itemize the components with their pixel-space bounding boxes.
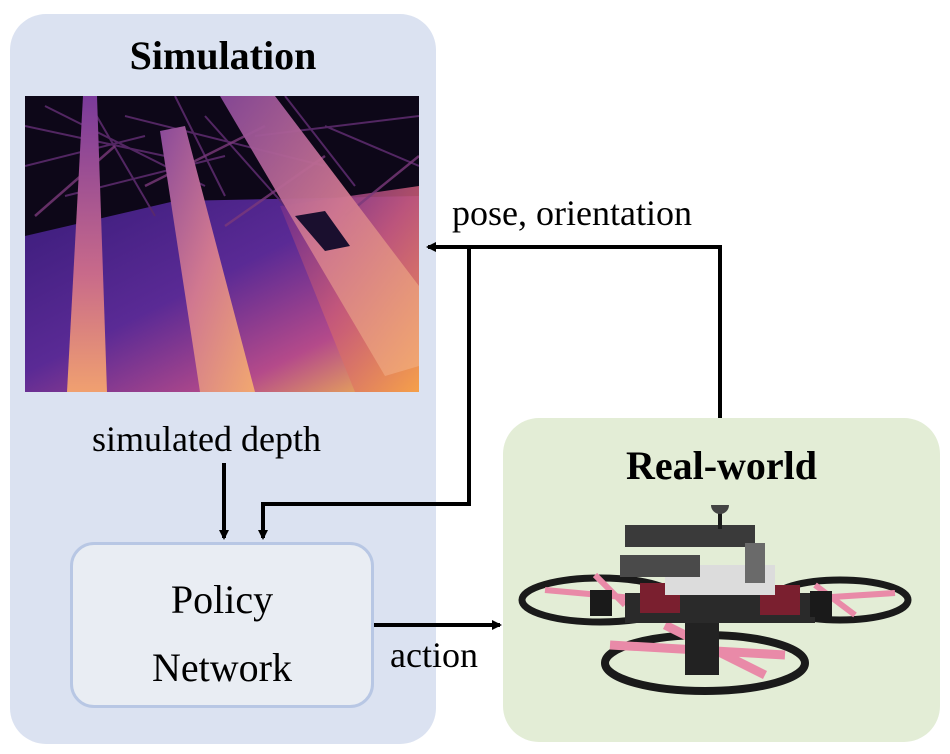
simulation-title: Simulation — [129, 33, 317, 78]
policy-network-box — [70, 542, 374, 708]
simulated-depth-label: simulated depth — [92, 419, 321, 459]
policy-label: Policy — [170, 577, 274, 622]
pose-orientation-label: pose, orientation — [452, 193, 692, 233]
network-label: Network — [152, 645, 292, 690]
real-world-title: Real-world — [625, 443, 818, 488]
pose-orientation-arrow — [426, 242, 722, 418]
action-label: action — [390, 635, 478, 675]
depth-map-image — [25, 96, 419, 392]
quadrotor-drone-image — [518, 505, 912, 695]
